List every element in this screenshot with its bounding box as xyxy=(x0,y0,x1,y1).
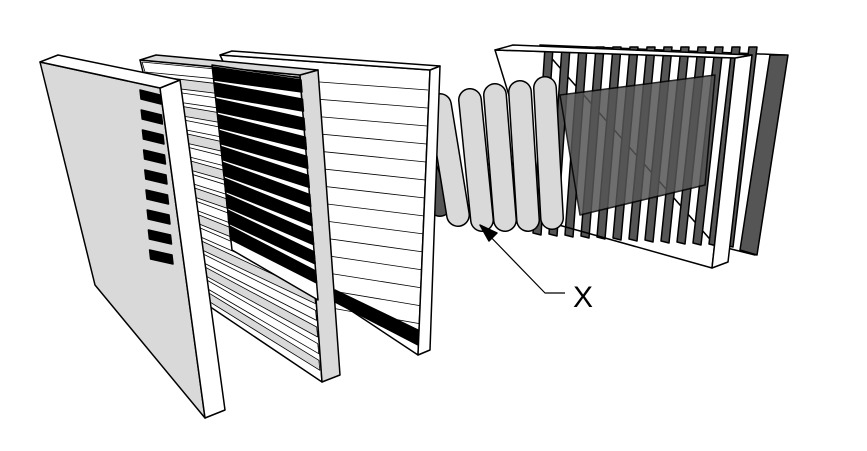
front-bar xyxy=(146,209,171,225)
rod xyxy=(534,77,563,229)
black-bar xyxy=(226,209,316,265)
front-bar xyxy=(147,229,173,245)
black-bar xyxy=(220,145,311,189)
rod xyxy=(484,84,516,231)
black-bar xyxy=(228,225,318,284)
black-bar xyxy=(223,177,313,227)
front-bar xyxy=(139,89,162,105)
front-bar xyxy=(141,129,165,145)
label-x: X xyxy=(573,281,593,314)
black-bar xyxy=(212,66,303,93)
right-frame-panel xyxy=(494,44,753,269)
black-bar xyxy=(215,98,306,131)
black-bar xyxy=(218,129,309,170)
rod xyxy=(429,94,469,226)
front-bar xyxy=(142,149,167,165)
front-panel xyxy=(39,54,226,419)
front-bar xyxy=(144,169,168,185)
front-bar xyxy=(148,249,174,265)
black-bar-panel xyxy=(211,64,319,301)
front-bar xyxy=(140,109,164,125)
front-bar xyxy=(145,189,170,205)
black-bar xyxy=(225,193,315,246)
black-bar xyxy=(222,161,312,208)
black-bar xyxy=(213,82,305,112)
label-x-leader xyxy=(479,224,565,294)
rod xyxy=(509,81,539,231)
black-bar xyxy=(217,113,308,151)
rod xyxy=(459,89,493,231)
